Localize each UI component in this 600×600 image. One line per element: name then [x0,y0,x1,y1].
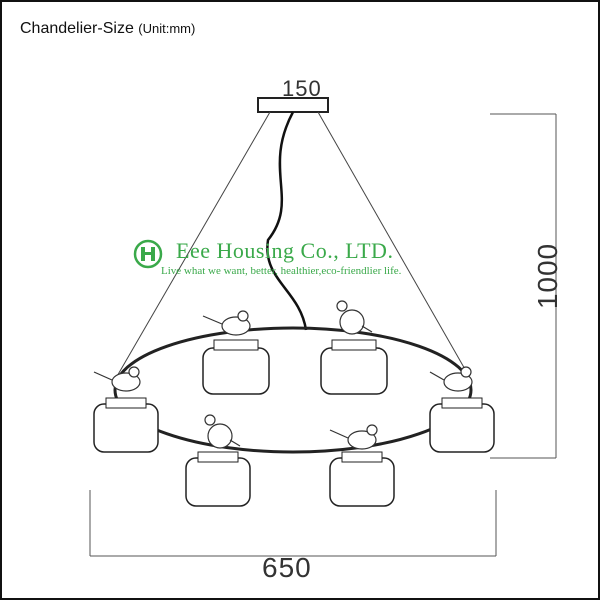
width-dimension-lines [89,490,497,557]
bird-top-left [202,310,251,336]
diagram-title: Chandelier-Size [20,20,134,37]
bird-bottom-right [329,424,378,450]
shade-top-left [202,339,270,395]
bird-left [93,366,141,392]
shade-top-right [320,339,388,395]
brand-logo-icon [133,239,163,269]
bird-bottom-left [204,414,241,449]
overall-width-label: 650 [262,552,312,583]
bird-top-right [336,300,373,335]
shade-right [429,397,495,453]
watermark-brand: Eee Housing Co., LTD. [176,238,394,263]
watermark-tagline: Live what we want, better, healthier,eco… [161,265,402,277]
height-dimension-lines [490,113,557,459]
shade-bottom-left [185,451,251,507]
unit-label: (Unit:mm) [138,21,196,36]
shade-bottom-right [329,451,395,507]
chandelier-ring [113,326,473,454]
bird-right [429,366,473,392]
suspension-wire-right [317,111,471,379]
canopy-width-label: 150 [282,76,322,101]
shade-left [93,397,159,453]
suspension-wire-left [115,111,271,379]
power-cord [266,111,308,331]
overall-height-label: 1000 [532,242,563,310]
diagram-title-group: Chandelier-Size (Unit:mm) [20,20,195,38]
